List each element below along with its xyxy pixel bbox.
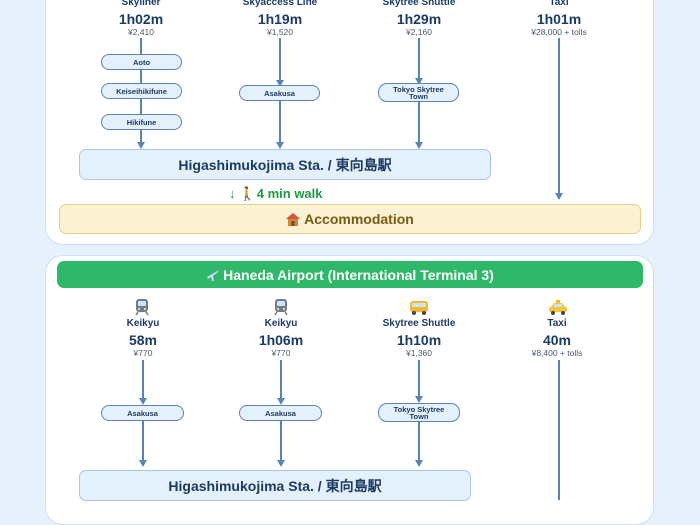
option-name: Skyaccess Line — [242, 0, 318, 8]
arrow-down-icon — [415, 460, 423, 467]
stop-pill: Asakusa — [101, 405, 184, 421]
option-name: Keikyu — [126, 318, 160, 329]
option-name: Keikyu — [264, 318, 298, 329]
station-box: Higashimukojima Sta. / 東向島駅 — [79, 470, 471, 501]
arrow-down-icon — [277, 398, 285, 405]
house-icon — [286, 212, 301, 226]
option-time: 1h10m — [396, 332, 442, 348]
stop-pill: Keiseihikifune — [101, 83, 182, 99]
route-line — [558, 360, 560, 500]
route-line — [140, 38, 142, 54]
station-box: Higashimukojima Sta. / 東向島駅 — [79, 149, 491, 180]
airplane-icon — [206, 268, 220, 282]
option-price: ¥2,160 — [406, 27, 432, 37]
option-name: Skyliner — [121, 0, 161, 8]
stop-pill: Asakusa — [239, 405, 322, 421]
stop-pill: Tokyo Skytree Town — [378, 403, 460, 422]
route-line — [418, 422, 420, 461]
option-price: ¥8,400 + tolls — [531, 348, 583, 358]
arrow-down-icon — [415, 78, 423, 85]
taxi-icon — [548, 298, 568, 316]
stop-label-line1: Tokyo Skytree — [393, 84, 444, 94]
stop-pill: Asakusa — [239, 85, 320, 101]
bus-icon — [409, 298, 429, 316]
route-line — [558, 38, 560, 194]
stop-label-line1: Tokyo Skytree — [393, 404, 445, 414]
train-icon — [132, 298, 152, 316]
walking-person-icon: 🚶 — [239, 186, 256, 201]
stop-label-line2: Town — [409, 411, 429, 421]
option-price: ¥770 — [133, 348, 153, 358]
option-time: 1h01m — [536, 11, 582, 27]
route-line — [418, 38, 420, 82]
option-time: 1h19m — [257, 11, 303, 27]
option-time: 40m — [542, 332, 572, 348]
option-time: 1h06m — [258, 332, 304, 348]
option-price: ¥1,520 — [267, 27, 293, 37]
route-line — [418, 102, 420, 143]
option-price: ¥1,360 — [406, 348, 432, 358]
option-name: Skytree Shuttle — [382, 318, 456, 329]
route-line — [280, 421, 282, 461]
option-price: ¥770 — [271, 348, 291, 358]
accommodation-box: Accommodation — [59, 204, 641, 234]
stop-pill: Tokyo Skytree Town — [378, 83, 459, 102]
option-name: Taxi — [549, 0, 569, 8]
option-name: Skytree Shuttle — [382, 0, 456, 8]
option-time: 58m — [128, 332, 158, 348]
arrow-down-icon — [137, 142, 145, 149]
option-time: 1h29m — [396, 11, 442, 27]
arrow-down-icon — [415, 396, 423, 403]
arrow-down-icon — [555, 193, 563, 200]
route-line — [140, 70, 142, 83]
route-line — [140, 130, 142, 143]
airport-label: Haneda Airport (International Terminal 3… — [223, 266, 494, 283]
walk-label: ↓ 🚶 4 min walk — [229, 186, 323, 202]
route-line — [140, 99, 142, 114]
route-line — [279, 101, 281, 143]
stop-label-line2: Town — [408, 91, 429, 101]
route-line — [418, 360, 420, 400]
route-line — [279, 38, 281, 84]
option-price: ¥28,000 + tolls — [531, 27, 587, 37]
stop-pill: Aoto — [101, 54, 182, 70]
arrow-down-icon — [276, 80, 284, 87]
arrow-down-icon — [277, 460, 285, 467]
accommodation-label: Accommodation — [304, 211, 414, 227]
route-line — [142, 360, 144, 402]
arrow-down-icon — [139, 460, 147, 467]
arrow-down-icon — [415, 142, 423, 149]
arrow-down-icon — [139, 398, 147, 405]
option-price: ¥2,410 — [128, 27, 154, 37]
option-time: 1h02m — [118, 11, 164, 27]
route-line — [142, 421, 144, 461]
route-line — [280, 360, 282, 402]
option-name: Taxi — [547, 318, 567, 329]
train-icon — [271, 298, 291, 316]
airport-banner: Haneda Airport (International Terminal 3… — [57, 261, 643, 288]
walk-text: 4 min walk — [256, 186, 323, 201]
arrow-down-icon: ↓ — [229, 186, 236, 201]
stop-pill: Hikifune — [101, 114, 182, 130]
arrow-down-icon — [276, 142, 284, 149]
